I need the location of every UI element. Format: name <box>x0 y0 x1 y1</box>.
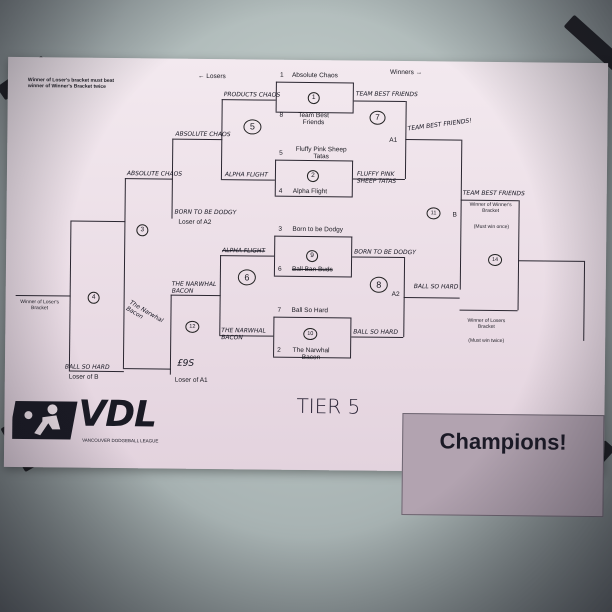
bracket-note: Winner of Loser's bracket must beat winn… <box>27 77 115 90</box>
circle-12: 12 <box>185 320 200 333</box>
circle-14: 14 <box>488 253 503 267</box>
label-winner-losers: Winner of Loser's Bracket <box>20 299 60 312</box>
circle-3: 3 <box>136 224 149 237</box>
hw-ball-so-hard-l: BALL SO HARD <box>64 363 110 371</box>
circle-5: 5 <box>243 119 262 135</box>
m4-team-bottom: The Narwhal Bacon <box>292 346 330 362</box>
circle-2: 2 <box>306 170 319 183</box>
hw-alpha-flight: ALPHA FLIGHT <box>224 171 268 179</box>
circle-7: 7 <box>369 110 386 125</box>
label-loser-a1: Loser of A1 <box>174 376 208 384</box>
hw-ball-so-hard-final: BALL SO HARD <box>413 283 459 291</box>
m1-seed-top: 1 <box>279 71 284 79</box>
hw-absolute-chaos-2: ABSOLUTE CHAOS <box>126 170 183 178</box>
circle-1: 1 <box>307 92 320 105</box>
m3-team-top: Born to be Dodgy <box>292 225 344 234</box>
hw-team-best-friends-1: TEAM BEST FRIENDS <box>355 90 418 99</box>
hw-alpha-x: ALPHA FLIGHT <box>222 247 266 255</box>
label-loser-a2: Loser of A2 <box>178 218 212 227</box>
dodgeball-player-icon <box>12 400 78 440</box>
champions-box: Champions! <box>401 413 605 518</box>
m2-seed-top: 5 <box>279 149 283 157</box>
hw-born-dodgy: BORN TO BE DODGY <box>174 208 237 217</box>
hw-narwhal-2: THE NARWHAL BACON <box>221 327 266 342</box>
m2-team-top: Fluffy Pink Sheep Tatas <box>295 145 347 161</box>
circle-8: 8 <box>369 276 388 293</box>
m2-seed-bottom: 4 <box>278 187 283 195</box>
hw-fluffy: FLUFFY PINK SHEEP TATAS <box>356 170 397 185</box>
hw-team-best-friends-final: TEAM BEST FRIENDS <box>462 189 525 198</box>
label-winner-losers-final: Winner of Losers Bracket <box>467 317 506 330</box>
m3-team-bottom: Ball Ban Buds <box>291 265 333 274</box>
losers-arrow-label: ← Losers <box>197 72 226 81</box>
hw-narwhal-3: The Narwhal Bacon <box>124 299 165 325</box>
label-winner-winners: Winner of Winner's Bracket <box>469 201 512 215</box>
circle-4: 4 <box>87 291 100 304</box>
hw-score: £9S <box>176 358 195 369</box>
label-loser-b: Loser of B <box>68 373 99 381</box>
winners-arrow-label: Winners → <box>389 68 423 77</box>
circle-10: 10 <box>303 327 318 341</box>
tier-label: TIER 5 <box>296 393 361 419</box>
circle-6: 6 <box>237 269 256 286</box>
hw-ball-so-hard-r: BALL SO HARD <box>353 328 399 336</box>
m3-seed-bottom: 6 <box>277 265 282 273</box>
hw-products-chaos: PRODUCTS CHAOS <box>223 91 281 99</box>
m1-team-top: Absolute Chaos <box>291 71 338 80</box>
label-b: B <box>452 211 457 219</box>
m1-team-bottom: Team Best Friends <box>298 111 329 127</box>
m4-seed-bottom: 2 <box>277 346 281 354</box>
circle-11: 11 <box>426 207 441 220</box>
label-a1: A1 <box>389 136 398 144</box>
hw-absolute-chaos-1: ABSOLUTE CHAOS <box>175 130 231 139</box>
m2-team-bottom: Alpha Flight <box>292 187 328 196</box>
bracket-poster: Winner of Loser's bracket must beat winn… <box>3 56 609 518</box>
vdl-logo-subtitle: VANCOUVER DODGEBALL LEAGUE <box>82 437 159 444</box>
champions-text: Champions! <box>439 428 567 455</box>
circle-9: 9 <box>306 250 319 263</box>
label-winner-winners-sub: (Must win once) <box>473 223 510 231</box>
m4-seed-top: 7 <box>277 306 282 314</box>
vdl-logo-text: VDL <box>78 393 157 436</box>
label-winner-losers-final-sub: (Must win twice) <box>468 337 505 345</box>
label-a2: A2 <box>391 290 400 298</box>
hw-team-best-friends-2: TEAM BEST FRIENDS! <box>407 117 473 133</box>
m1-seed-bottom: 8 <box>279 111 284 119</box>
m4-team-top: Ball So Hard <box>291 306 329 315</box>
hw-born-dodgy-r: BORN TO BE DODGY <box>354 248 416 257</box>
vdl-logo: VDL VANCOUVER DODGEBALL LEAGUE <box>12 393 203 451</box>
m3-seed-top: 3 <box>278 225 283 233</box>
hw-narwhal-1: THE NARWHAL BACON <box>171 280 217 295</box>
